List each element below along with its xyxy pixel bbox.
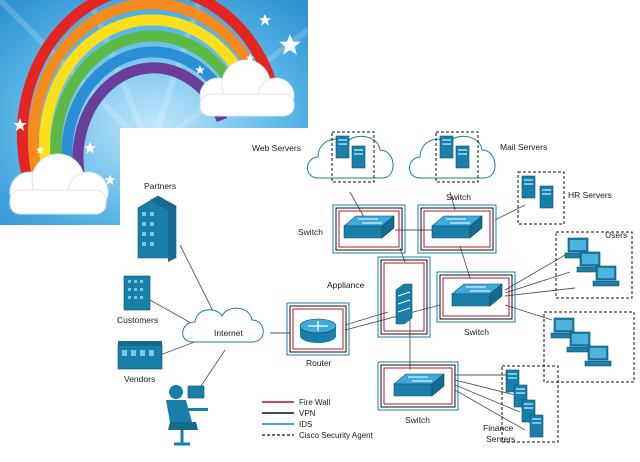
legend: Fire Wall VPN IDS Cisco Security Agent	[262, 398, 374, 440]
rainbow-image	[0, 0, 310, 225]
label-vendors: Vendors	[124, 374, 155, 384]
label-users: Users	[605, 230, 627, 240]
label-finance-line1: Finance	[483, 423, 514, 433]
switch-bottom-device	[377, 361, 459, 411]
label-appliance: Appliance	[327, 280, 365, 290]
cloud-right	[199, 59, 295, 117]
legend-label-firewall: Fire Wall	[299, 398, 330, 407]
label-web-servers: Web Servers	[252, 143, 301, 153]
switch-left-device	[332, 204, 406, 254]
rainbow-arc	[16, 0, 278, 198]
vendors-building-icon	[117, 341, 163, 370]
cloud-left	[9, 153, 109, 215]
label-switch-top: Switch	[446, 192, 471, 202]
users-group-bottom	[543, 311, 635, 383]
remote-user-icon	[166, 385, 208, 446]
switch-right-device	[436, 271, 516, 323]
internet-cloud	[182, 307, 264, 343]
label-hr-servers: HR Servers	[568, 190, 612, 200]
label-switch-bottom: Switch	[405, 415, 430, 425]
label-router: Router	[306, 358, 332, 368]
legend-label-ids: IDS	[299, 420, 312, 429]
appliance-device	[377, 256, 431, 338]
diagram-panel	[120, 128, 640, 462]
label-finance-line2: Servers	[486, 434, 515, 444]
customers-building-icon	[123, 275, 151, 311]
label-customers: Customers	[117, 315, 158, 325]
label-mail-servers: Mail Servers	[500, 142, 547, 152]
users-group-top	[555, 231, 633, 299]
legend-label-csa: Cisco Security Agent	[299, 431, 374, 440]
mail-server-group	[435, 131, 479, 183]
router-device	[286, 302, 350, 356]
label-switch-left: Switch	[298, 227, 323, 237]
finance-server-group	[501, 365, 559, 443]
legend-label-vpn: VPN	[299, 409, 316, 418]
label-switch-right: Switch	[464, 327, 489, 337]
label-partners: Partners	[144, 181, 176, 191]
hr-server-group	[517, 171, 565, 225]
web-server-group	[331, 131, 375, 183]
switch-top-device	[417, 204, 497, 254]
partners-building-icon	[137, 195, 177, 262]
label-internet: Internet	[214, 328, 243, 338]
